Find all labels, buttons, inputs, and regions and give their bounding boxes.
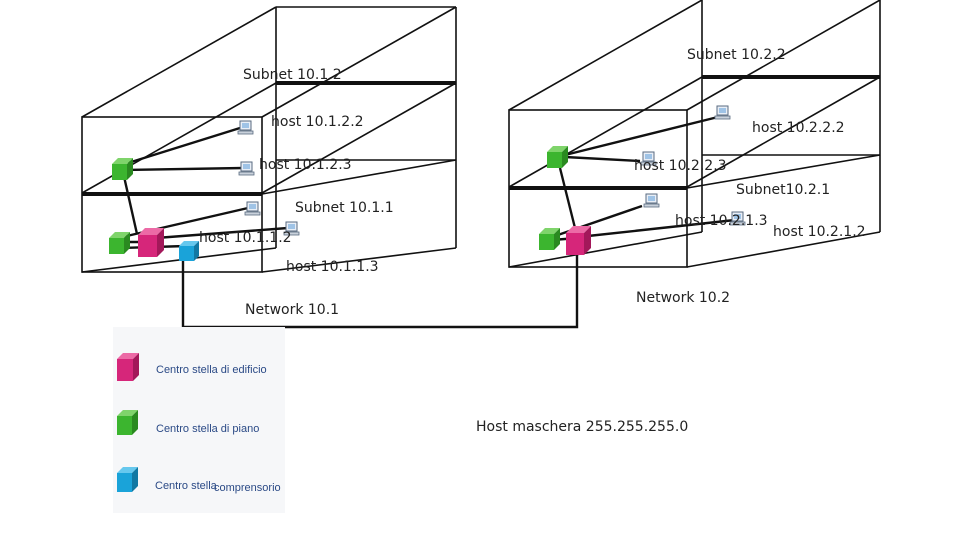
host-label: host 10.2.1.2: [773, 224, 866, 240]
building-network-10-2: [508, 0, 881, 268]
campus-switch-cube-icon: [179, 241, 199, 261]
mask-note: Host maschera 255.255.255.0: [476, 419, 689, 435]
host-label: host 10.1.1.2: [199, 230, 292, 246]
floor-switch-cube-icon: [547, 146, 568, 168]
subnet-label: Subnet10.2.1: [736, 182, 831, 198]
host-label: host 10.1.2.3: [259, 157, 352, 173]
legend-campus-switch-cube-icon: [117, 467, 138, 492]
computer-icon: [714, 105, 731, 120]
computer-icon: [238, 161, 255, 176]
host-label: host 10.2.1.3: [675, 213, 768, 229]
building-switch-cube-icon: [566, 226, 591, 255]
legend-building-switch-cube-icon: [117, 353, 139, 381]
floor-switch-cube-icon: [109, 232, 130, 254]
legend: Centro stella di edificio Centro stella …: [113, 327, 285, 513]
legend-label: Centro stella di piano: [156, 423, 260, 435]
network-label: Network 10.2: [636, 290, 731, 306]
building-switch-cube-icon: [138, 228, 164, 257]
legend-label: Centro stella: [155, 480, 217, 492]
subnet-label: Subnet 10.1.1: [295, 200, 394, 216]
computer-icon: [643, 193, 660, 208]
host-label: host 10.1.1.3: [286, 259, 379, 275]
host-label: host 10.2.2.3: [634, 158, 727, 174]
floor-switch-cube-icon: [112, 158, 133, 180]
host-label: host 10.1.2.2: [271, 114, 364, 130]
legend-label-suffix: comprensorio: [214, 482, 281, 494]
building-network-10-1: [81, 6, 457, 273]
host-label: host 10.2.2.2: [752, 120, 845, 136]
network-label: Network 10.1: [245, 302, 340, 318]
subnet-label: Subnet 10.2.2: [687, 47, 786, 63]
legend-label: Centro stella di edificio: [156, 364, 267, 376]
legend-floor-switch-cube-icon: [117, 410, 138, 435]
computer-icon: [237, 120, 254, 135]
floor-switch-cube-icon: [539, 228, 560, 250]
computer-icon: [244, 201, 261, 216]
cabling: [117, 115, 736, 329]
subnet-label: Subnet 10.1.2: [243, 67, 342, 83]
